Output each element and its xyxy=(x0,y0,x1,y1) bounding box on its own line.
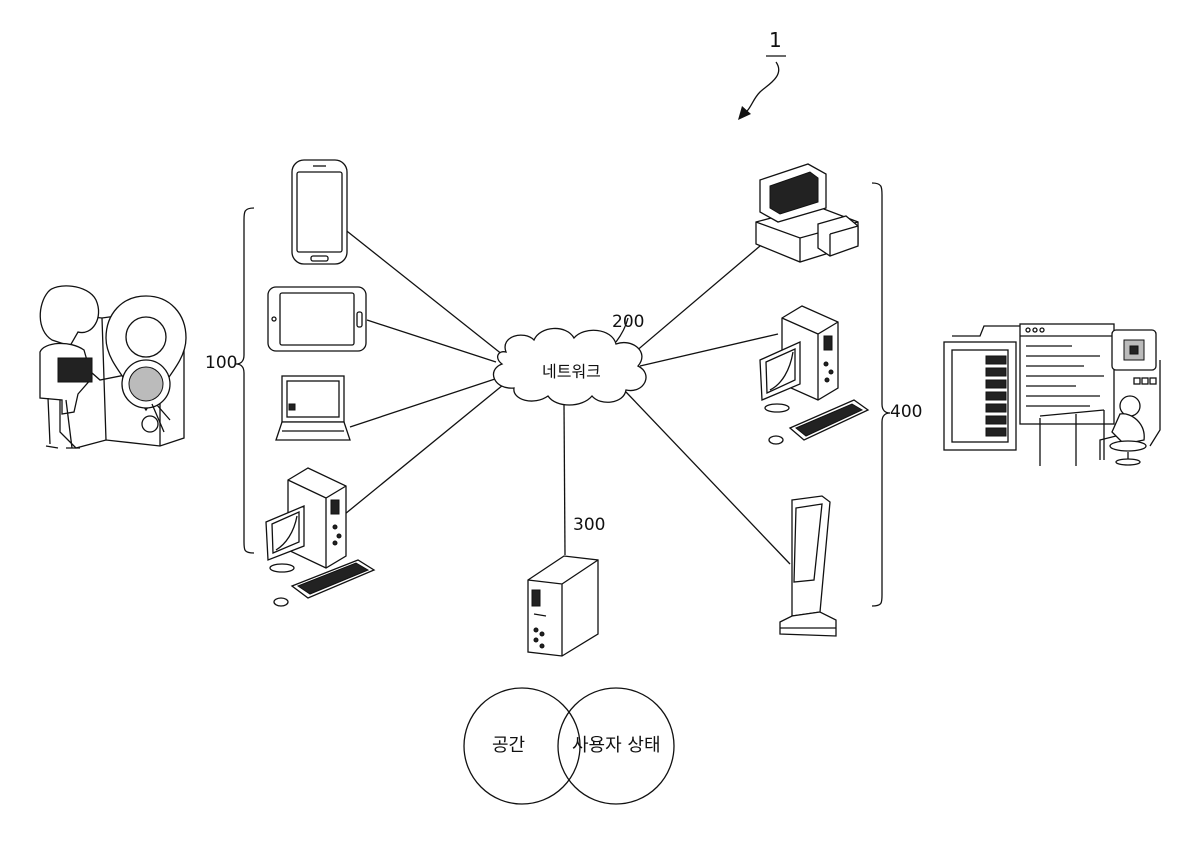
link-pos xyxy=(628,246,760,358)
system-reference-marker xyxy=(738,56,786,120)
venn-label-space: 공간 xyxy=(492,737,525,755)
network-label: 네트워크 xyxy=(542,364,601,380)
server-reference-label: 300 xyxy=(573,517,605,534)
tower-server-icon xyxy=(528,556,598,656)
kiosk-icon xyxy=(780,496,836,636)
desktop-computer-icon xyxy=(266,468,374,606)
laptop-icon xyxy=(276,376,350,440)
link-laptop xyxy=(350,378,498,427)
link-smartphone xyxy=(343,228,503,355)
provider-group-label: 400 xyxy=(890,404,922,421)
tablet-icon xyxy=(268,287,366,351)
link-kiosk xyxy=(626,392,790,564)
venn-label-user-state: 사용자 상태 xyxy=(572,737,661,755)
link-tablet xyxy=(367,320,496,362)
link-desktop-provider xyxy=(640,334,778,366)
provider-group-brace xyxy=(872,183,890,606)
user-group-brace xyxy=(236,208,254,553)
desktop-computer-icon xyxy=(760,306,868,444)
network-reference-label: 200 xyxy=(612,314,644,331)
person-with-map-illustration xyxy=(40,286,186,448)
system-reference-label: 1 xyxy=(769,30,782,50)
user-group-label: 100 xyxy=(205,355,237,372)
smartphone-icon xyxy=(292,160,347,264)
link-desktop-user xyxy=(345,385,503,514)
operator-dashboard-illustration xyxy=(944,324,1160,466)
link-server xyxy=(564,404,565,555)
pos-terminal-icon xyxy=(756,164,858,262)
